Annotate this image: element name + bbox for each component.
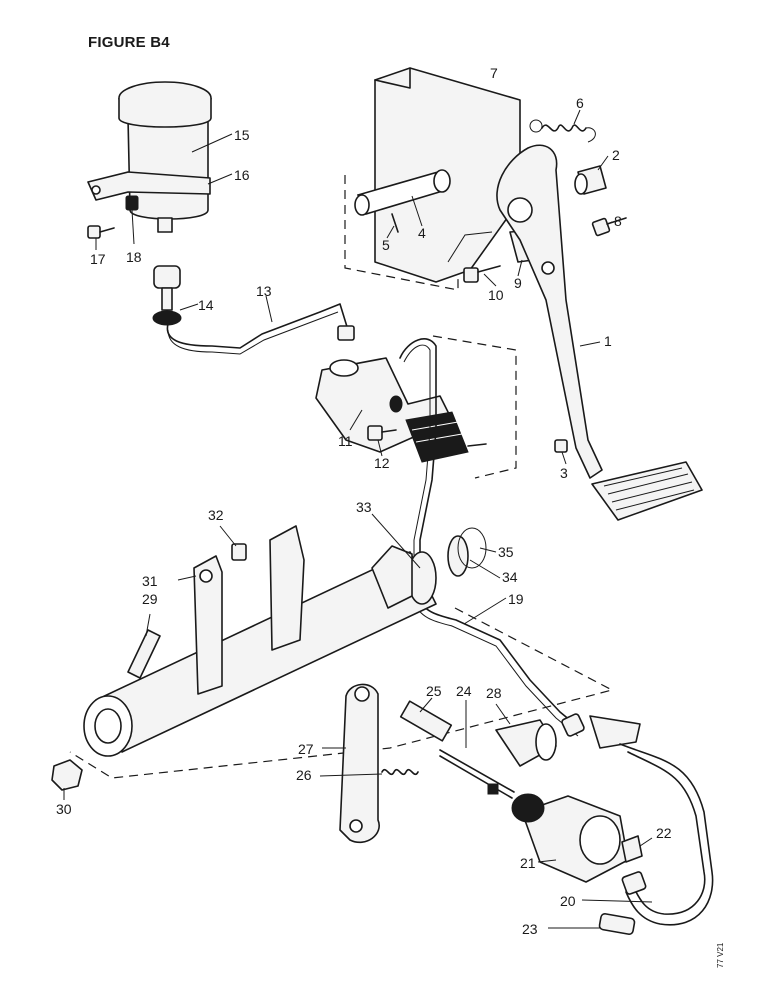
cross-shaft: [83, 525, 437, 757]
callout-10: 10: [488, 287, 504, 303]
shaft-circlip: [457, 527, 487, 569]
lever-pivot-pin: [399, 700, 453, 742]
reservoir-clamp: [87, 171, 211, 201]
clamp-screw: [87, 225, 115, 239]
callout-35: 35: [498, 544, 514, 560]
callout-20: 20: [560, 893, 576, 909]
feed-pipe: [166, 303, 349, 349]
shaft-seal-washer: [447, 535, 469, 577]
callout-13: 13: [256, 283, 272, 299]
callout-33: 33: [356, 499, 372, 515]
callout-32: 32: [208, 507, 224, 523]
callout-28: 28: [486, 685, 502, 701]
callout-3: 3: [560, 465, 568, 481]
callout-21: 21: [520, 855, 536, 871]
hydraulic-pipe-inner: [403, 344, 579, 737]
callout-15: 15: [234, 127, 250, 143]
callout-14: 14: [198, 297, 214, 313]
callout-29: 29: [142, 591, 158, 607]
slave-dust-cover: [495, 719, 557, 767]
banjo-bolt: [152, 265, 182, 326]
retaining-pin: [391, 213, 399, 233]
cross-shaft-boundary: [69, 607, 614, 779]
callout-34: 34: [502, 569, 518, 585]
callout-17: 17: [90, 251, 106, 267]
slave-pushrod: [439, 749, 515, 799]
callout-24: 24: [456, 683, 472, 699]
lever-spring: [381, 768, 419, 776]
pipe-union-nut: [561, 713, 585, 737]
callout-7: 7: [490, 65, 498, 81]
stop-bolt: [591, 217, 627, 237]
callout-12: 12: [374, 455, 390, 471]
pedal-bush: [574, 165, 607, 195]
callout-30: 30: [56, 801, 72, 817]
callout-22: 22: [656, 825, 672, 841]
callout-6: 6: [576, 95, 584, 111]
callout-4: 4: [418, 225, 426, 241]
callout-18: 18: [126, 249, 142, 265]
clamp-nut: [125, 195, 139, 211]
callout-16: 16: [234, 167, 250, 183]
pedal-return-spring: [529, 119, 596, 143]
callout-5: 5: [382, 237, 390, 253]
callout-2: 2: [612, 147, 620, 163]
callout-26: 26: [296, 767, 312, 783]
callout-19: 19: [508, 591, 524, 607]
cylinder-mounting-bolt: [367, 425, 397, 441]
pedal-stop-screw: [554, 439, 568, 453]
master-cylinder-boundary: [432, 335, 517, 479]
shaft-nut: [51, 759, 83, 791]
hydraulic-pipe: [399, 338, 583, 731]
pedal-pivot-pin: [354, 169, 451, 216]
feed-pipe-nut: [337, 325, 355, 341]
callout-27: 27: [298, 741, 314, 757]
release-lever: [339, 683, 380, 844]
callout-labels: 1 2 3 4 5 6 7 8 9 10 11 12 13 14 15 16 1…: [56, 65, 672, 937]
clevis-bolt: [463, 265, 501, 283]
hose-banjo-bolt: [598, 913, 636, 935]
master-cylinder: [315, 357, 487, 463]
bleed-screw: [621, 835, 643, 863]
drawing-code: 77 V21: [716, 942, 725, 968]
callout-1: 1: [604, 333, 612, 349]
figure-title: FIGURE B4: [88, 34, 170, 51]
callout-8: 8: [614, 213, 622, 229]
leader-lines: [63, 109, 653, 929]
callout-25: 25: [426, 683, 442, 699]
feed-pipe-inner: [167, 311, 339, 355]
shaft-grease-nipple: [231, 543, 247, 561]
flexible-hose: [589, 715, 714, 926]
callout-9: 9: [514, 275, 522, 291]
callout-11: 11: [338, 433, 353, 449]
callout-31: 31: [142, 573, 158, 589]
clutch-pedal: [496, 144, 703, 521]
callout-23: 23: [522, 921, 538, 937]
lever-taper-pin: [127, 629, 161, 679]
